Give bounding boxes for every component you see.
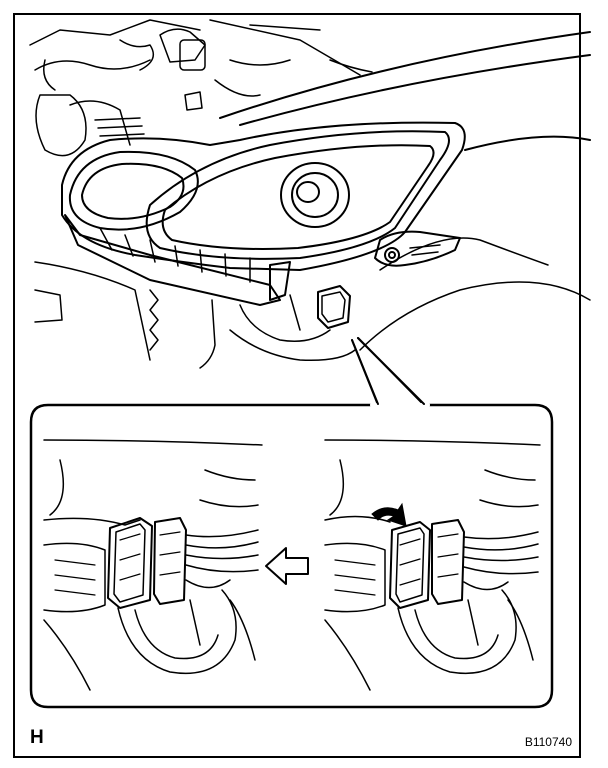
headlight-connector [317, 285, 351, 329]
headlight-assembly [61, 121, 466, 306]
curved-release-arrow-icon [371, 502, 407, 527]
figure-corner-letter: H [30, 727, 44, 748]
hood-edge-inner [239, 54, 591, 126]
fender-line [464, 135, 591, 151]
callout-box [29, 337, 554, 709]
bumper-area [34, 261, 356, 369]
detail-panel-locked [324, 439, 541, 691]
fender-curve [379, 237, 549, 271]
engine-bay-background [29, 19, 373, 157]
detail-panel-released [43, 439, 263, 691]
hood-edge [219, 31, 591, 119]
hollow-left-arrow-icon [265, 547, 309, 585]
wheel-arch [359, 281, 591, 351]
figure-code: B110740 [524, 735, 572, 749]
